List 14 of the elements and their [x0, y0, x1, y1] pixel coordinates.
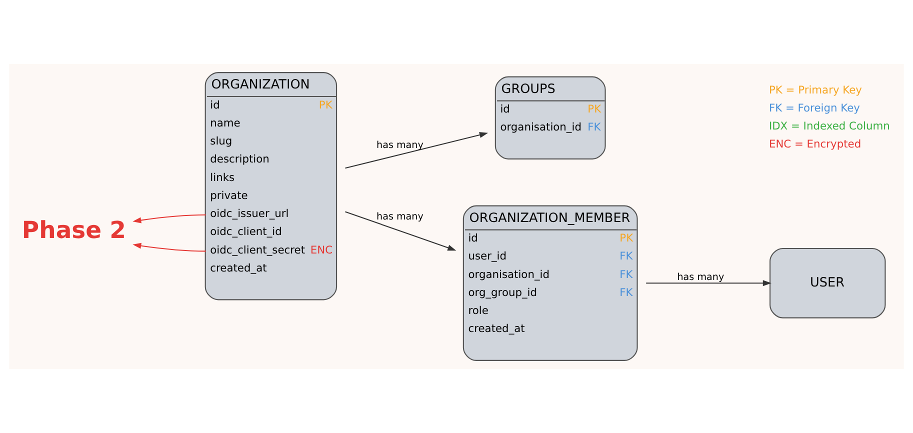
edge-label: has many [376, 211, 424, 222]
node-text: Phase 2 [22, 216, 126, 244]
arrow [345, 132, 488, 169]
legend-label: IDX = Indexed Column [768, 120, 890, 133]
node-box: USER [770, 248, 886, 318]
arrow [646, 280, 772, 286]
edge-label: has many [677, 272, 724, 284]
legend-label: PK = Primary Key [768, 83, 862, 96]
legend-label: ENC = Encrypted [768, 138, 862, 151]
arrow [345, 211, 456, 251]
legend-label: FK = Foreign Key [768, 101, 860, 114]
arrow [132, 214, 206, 224]
arrow [132, 242, 206, 252]
edge-label: has many [376, 140, 424, 151]
